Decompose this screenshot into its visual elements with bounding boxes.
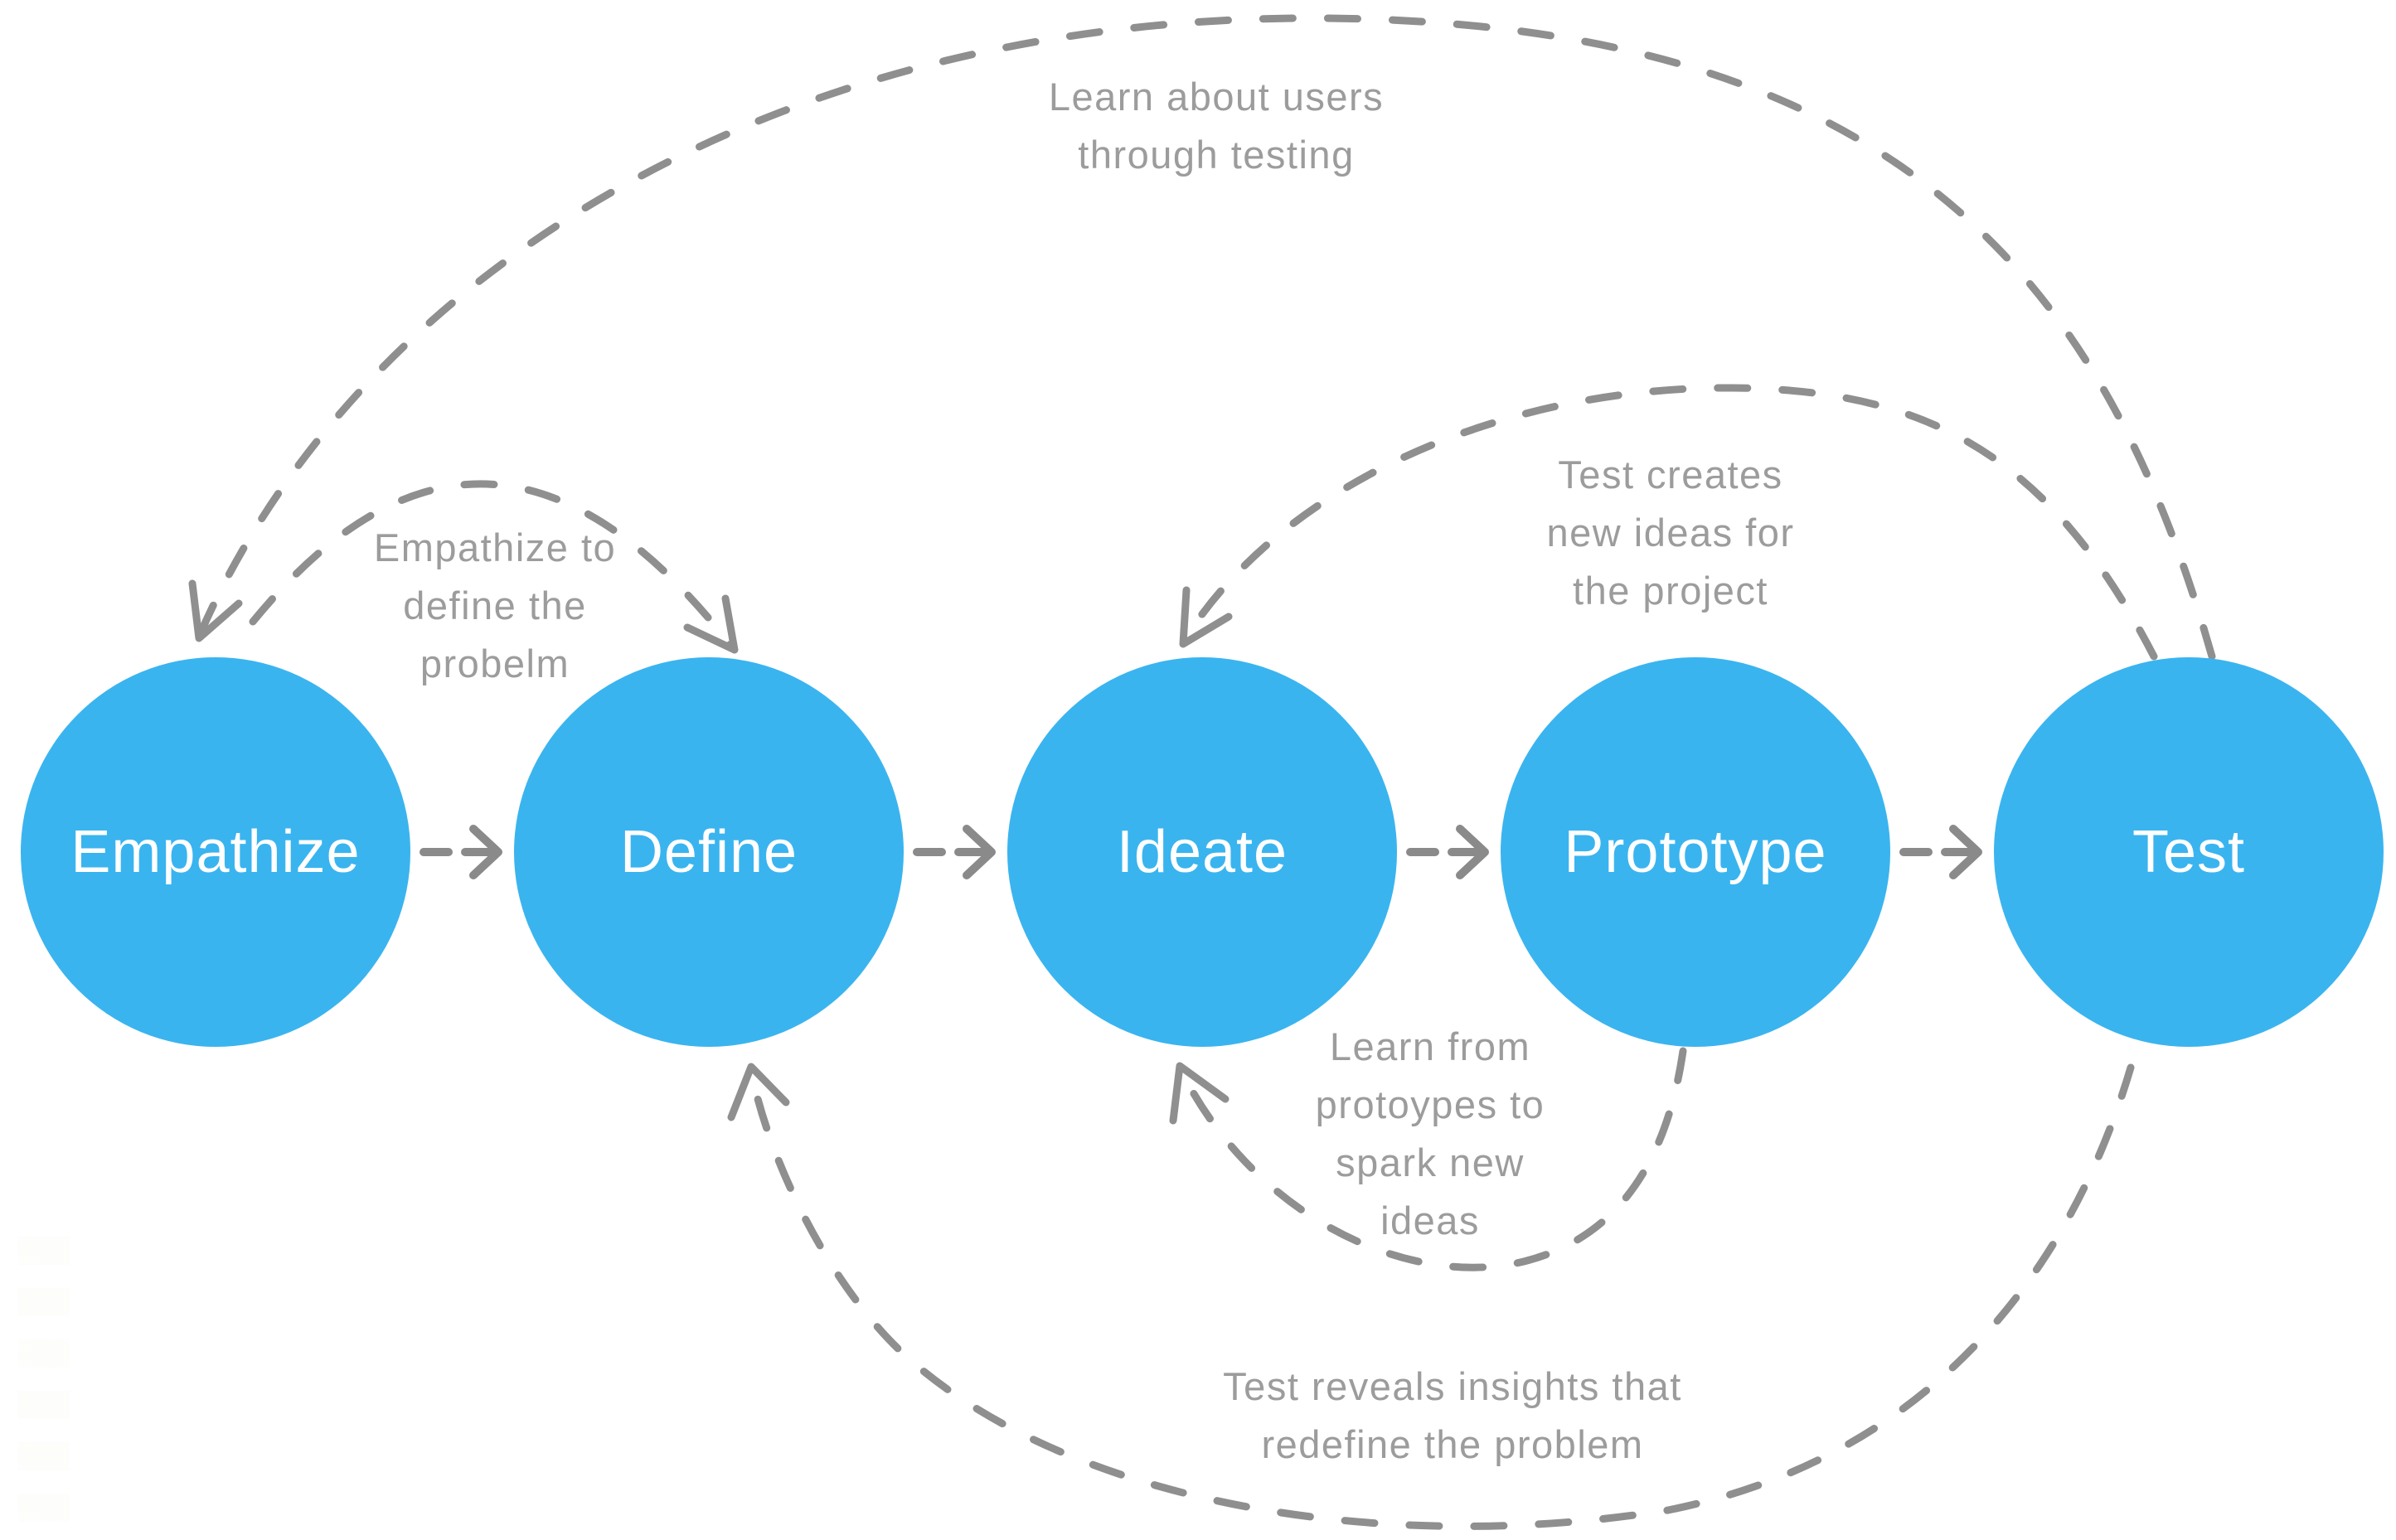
annotation-test-creates-ideas: Test creates new ideas for the project — [1546, 446, 1794, 620]
annotation-learn-from-prototypes: Learn from protoypes to spark new ideas — [1316, 1018, 1545, 1250]
annotation-line: the project — [1573, 569, 1768, 613]
arc-empathize-to-define — [249, 480, 738, 653]
stage-label-empathize: Empathize — [70, 819, 361, 885]
annotation-line: protoypes to — [1315, 1082, 1545, 1126]
annotation-empathize-to-define: Empathize to define the probelm — [374, 519, 616, 693]
annotation-line: Test reveals insights that — [1223, 1364, 1682, 1408]
annotation-line: probelm — [420, 642, 570, 685]
stage-label-ideate: Ideate — [1116, 819, 1288, 885]
stage-label-prototype: Prototype — [1564, 819, 1827, 885]
faint-edge-artifact — [18, 1237, 70, 1540]
stage-label-define: Define — [619, 819, 798, 885]
annotation-test-reveals-insights: Test reveals insights that redefine the … — [1223, 1358, 1682, 1474]
annotation-line: Empathize to — [373, 525, 617, 569]
stage-circle-prototype: Prototype — [1501, 657, 1890, 1047]
arrowhead-ideate-bottom-icon — [1169, 1062, 1230, 1125]
annotation-line: new ideas for — [1546, 511, 1795, 554]
arrowhead-empathize-top-icon — [188, 579, 243, 642]
arc-test-to-ideate — [1180, 384, 2158, 661]
annotation-line: redefine the problem — [1261, 1422, 1644, 1466]
flow-arrow-ideate-prototype-icon — [1406, 825, 1489, 879]
arrowhead-define-top-icon — [683, 594, 739, 654]
arrowhead-ideate-top-icon — [1179, 586, 1233, 648]
annotation-line: ideas — [1380, 1199, 1480, 1242]
annotation-learn-about-users: Learn about users through testing — [1049, 68, 1384, 184]
annotation-line: through testing — [1078, 133, 1355, 177]
arc-test-to-define — [747, 1063, 2135, 1530]
annotation-line: Test creates — [1558, 453, 1783, 496]
annotation-line: Learn about users — [1048, 75, 1385, 119]
arrowhead-define-bottom-icon — [727, 1063, 790, 1121]
stage-circle-test: Test — [1994, 657, 2384, 1047]
stage-circle-define: Define — [514, 657, 904, 1047]
annotation-line: define the — [403, 584, 587, 627]
flow-arrow-define-ideate-icon — [913, 825, 996, 879]
annotation-line: spark new — [1336, 1140, 1525, 1184]
stage-circle-ideate: Ideate — [1007, 657, 1397, 1047]
flow-arrow-prototype-test-icon — [1899, 825, 1982, 879]
stage-label-test: Test — [2132, 819, 2246, 885]
flow-arrow-empathize-define-icon — [420, 825, 502, 879]
annotation-line: Learn from — [1329, 1024, 1531, 1068]
arc-test-to-empathize — [195, 14, 2216, 661]
stage-circle-empathize: Empathize — [21, 657, 410, 1047]
